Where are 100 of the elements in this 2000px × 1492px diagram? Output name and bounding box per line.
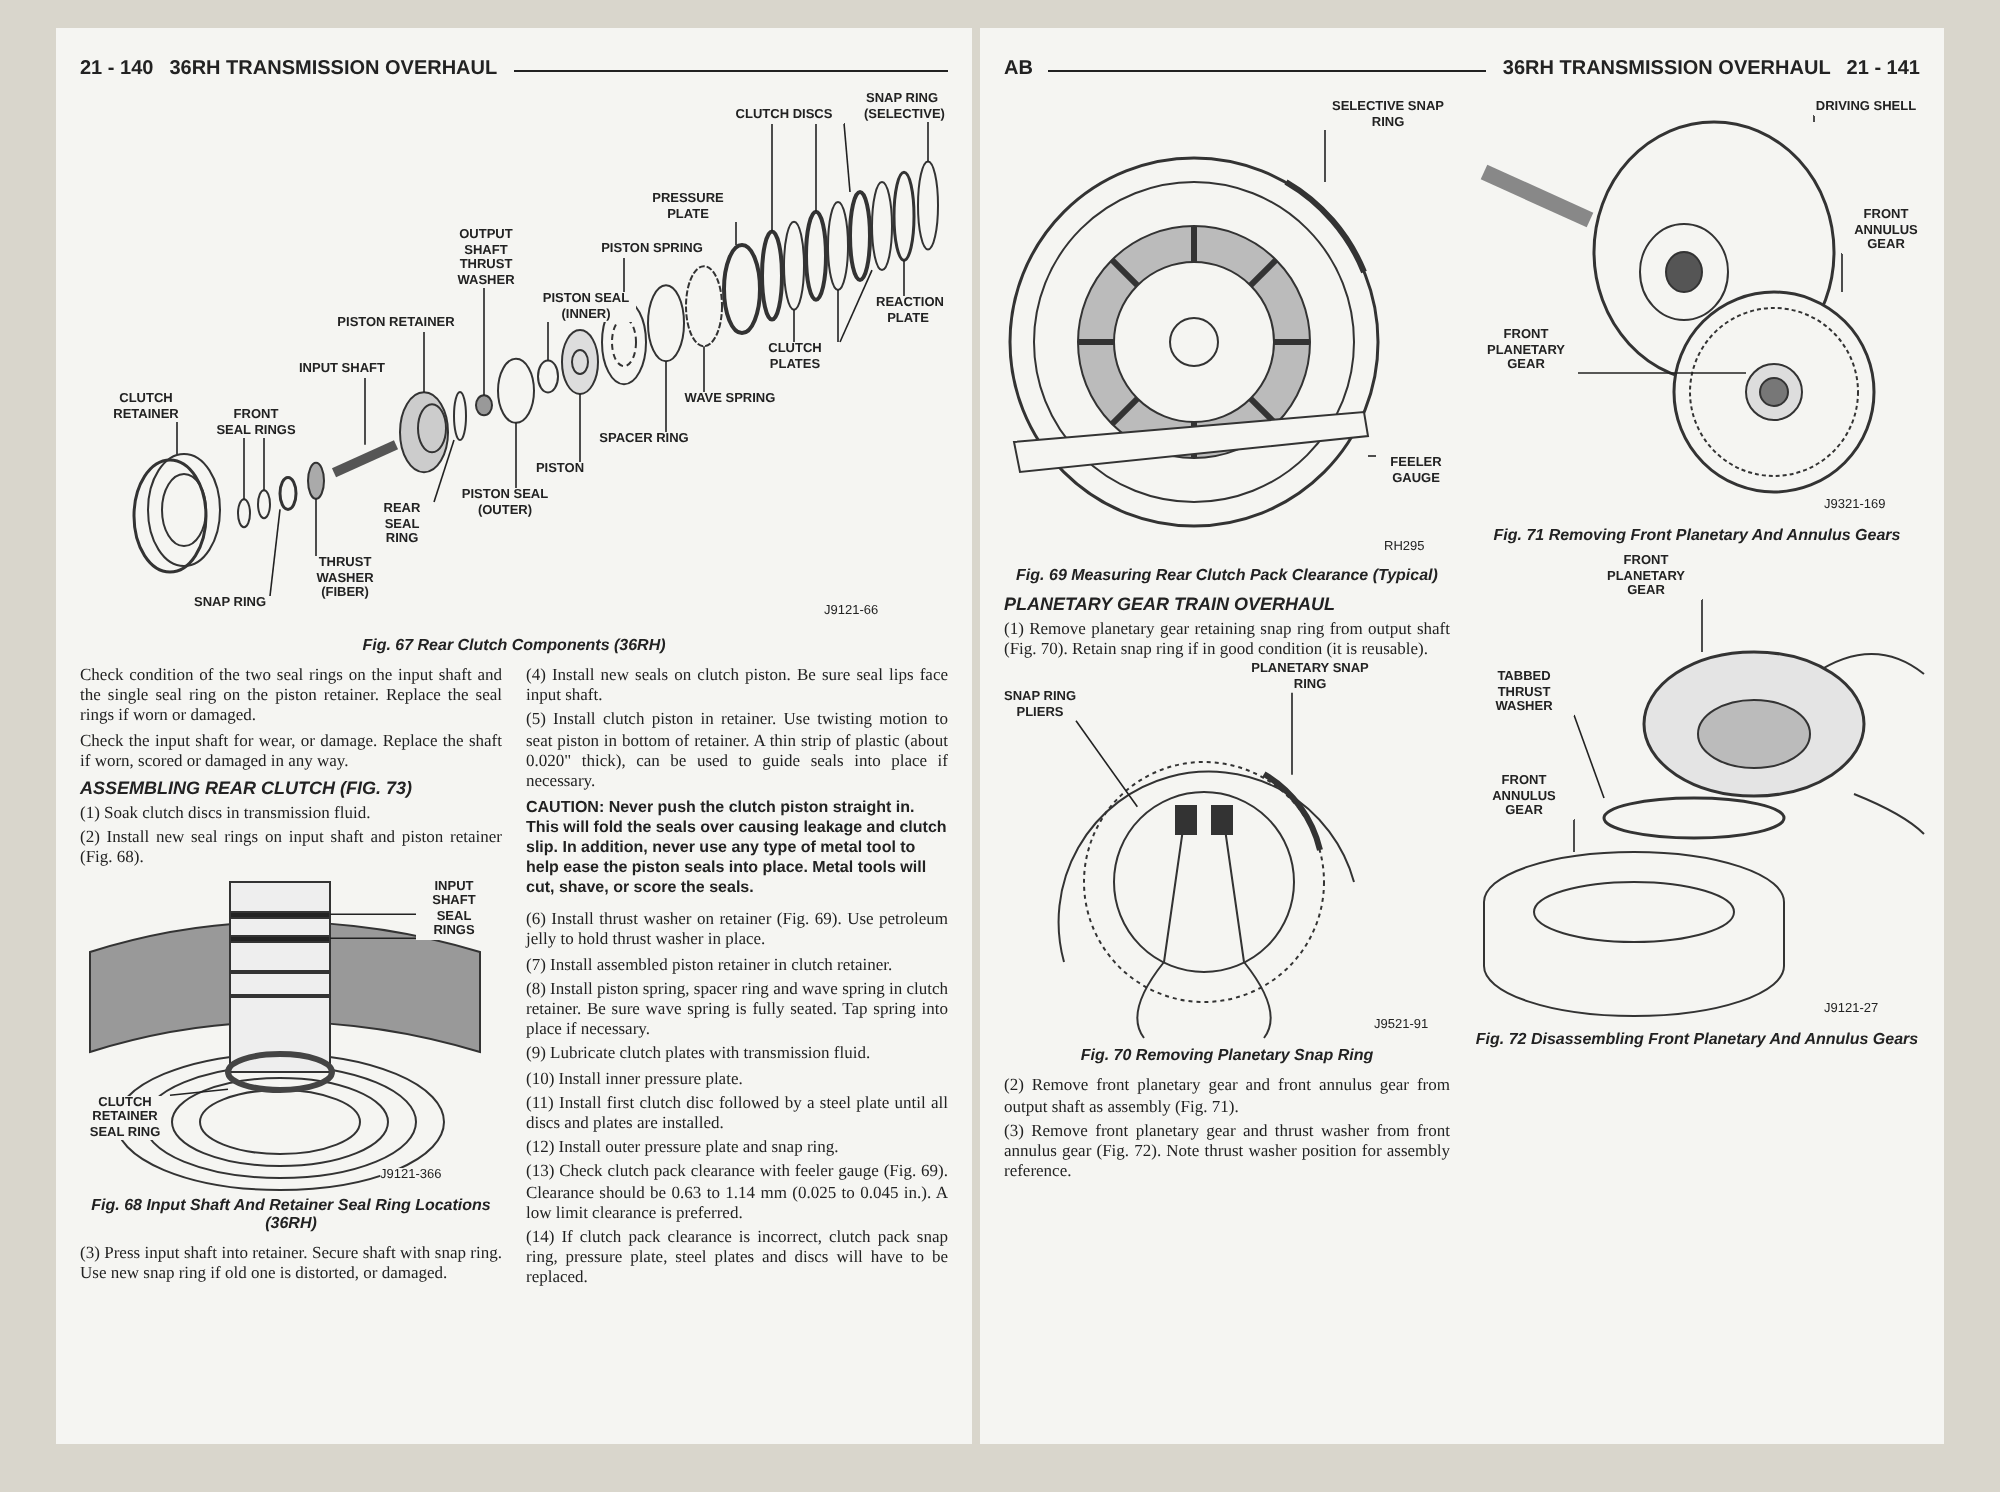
- leader-line: [735, 221, 737, 246]
- body-paragraph: (2) Install new seal rings on input shaft and piston retainer (Fig. 68).: [80, 826, 502, 868]
- seal-ring-drawing: [225, 1050, 335, 1093]
- leader-line: [903, 259, 905, 297]
- leader-line: [927, 121, 929, 163]
- body-paragraph: (11) Install first clutch disc followed by a steel plate until all discs and plates are installed.: [526, 1091, 948, 1133]
- thrust-washer-drawing: [1602, 796, 1786, 840]
- piston-retainer-drawing: [399, 391, 449, 474]
- page-number: 21 - 140: [80, 58, 154, 80]
- reaction-plate-drawing: [892, 170, 916, 262]
- leader-line: [1577, 372, 1747, 374]
- leader-line: [243, 437, 245, 500]
- leader-line: [176, 421, 178, 455]
- leader-line: [1367, 455, 1377, 457]
- leader-line: [269, 508, 281, 597]
- section-heading: PLANETARY GEAR TRAIN OVERHAUL: [1004, 594, 1338, 614]
- leader-line: [547, 321, 549, 362]
- body-paragraph: (8) Install piston spring, spacer ring and wave spring in clutch retainer. Be sure wave spring is fully seated. Tap spring into place if necessary.: [526, 977, 948, 1039]
- seal-ring-drawing: [229, 934, 331, 943]
- seal-ring-drawing: [257, 489, 271, 520]
- leader-line: [263, 437, 265, 491]
- leader-line: [1291, 692, 1293, 776]
- leader-line: [1324, 129, 1326, 183]
- leader-line: [837, 289, 839, 343]
- leader-line: [815, 122, 817, 213]
- seal-ring-drawing: [237, 498, 251, 529]
- body-paragraph: (10) Install inner pressure plate.: [526, 1067, 745, 1088]
- clutch-plate-drawing: [827, 200, 849, 291]
- body-paragraph: (2) Remove front planetary gear and front annulus gear from output shaft as assembly (Fig. 71).: [1004, 1074, 1450, 1116]
- seal-ring-drawing: [453, 391, 467, 441]
- leader-line: [1701, 598, 1703, 653]
- leader-line: [771, 122, 773, 233]
- figure-caption: Fig. 72 Disassembling Front Planetary And Annulus Gears: [1474, 1030, 1920, 1048]
- clutch-plate-drawing: [871, 181, 893, 272]
- leader-line: [1075, 720, 1139, 808]
- leader-line: [843, 122, 851, 193]
- figure-caption: Fig. 67 Rear Clutch Components (36RH): [360, 636, 668, 654]
- leader-line: [1573, 714, 1605, 799]
- figure-caption: Fig. 69 Measuring Rear Clutch Pack Clearance (Typical): [1014, 566, 1440, 584]
- thrust-washer-drawing: [475, 394, 493, 417]
- body-paragraph: (4) Install new seals on clutch piston. Be sure seal lips face input shaft.: [526, 664, 948, 705]
- leader-line: [665, 360, 667, 433]
- piston-seal-drawing: [537, 359, 559, 394]
- gear-drawing: [1672, 290, 1876, 494]
- thrust-washer-drawing: [307, 461, 325, 500]
- snap-ring-drawing: [917, 160, 939, 251]
- pliers-drawing: [1136, 805, 1272, 1040]
- leader-line: [364, 376, 366, 446]
- body-paragraph: Check condition of the two seal rings on the input shaft and the single seal ring on the piston retainer. Replace the seal rings if worn or damaged.: [80, 664, 502, 726]
- figure-caption: Fig. 70 Removing Planetary Snap Ring: [1078, 1046, 1376, 1065]
- clutch-disc-drawing: [848, 190, 872, 282]
- snap-ring-drawing: [1284, 179, 1367, 274]
- body-paragraph: (3) Press input shaft into retainer. Secure shaft with snap ring. Use new snap ring if old one is distorted, or damaged.: [80, 1241, 502, 1283]
- body-paragraph: (1) Remove planetary gear retaining snap ring from output shaft (Fig. 70). Retain snap ring if in good condition (it is reusable).: [1004, 618, 1450, 659]
- section-heading: ASSEMBLING REAR CLUTCH (FIG. 73): [80, 778, 415, 799]
- leader-line: [579, 393, 581, 463]
- clutch-plate-drawing: [783, 220, 805, 311]
- page-number: AB: [1004, 58, 1033, 80]
- snap-ring-drawing: [1262, 772, 1323, 852]
- leader-line: [1813, 114, 1815, 123]
- caution-note: CAUTION: Never push the clutch piston straight in. This will fold the seals over causing leakage and clutch slip. In addition, never use any type of metal tool to help ease the piston seals into place. Metal tools will cut, shave, or score the seals.: [526, 798, 948, 899]
- leader-line: [329, 937, 417, 940]
- body-paragraph: (12) Install outer pressure plate and snap ring.: [526, 1136, 841, 1157]
- body-paragraph: (9) Lubricate clutch plates with transmission fluid.: [526, 1042, 873, 1064]
- leader-line: [1573, 818, 1575, 853]
- leader-line: [793, 308, 795, 343]
- shaft-drawing: [331, 440, 399, 478]
- clutch-disc-drawing: [760, 229, 784, 322]
- piston-seal-drawing: [497, 357, 535, 424]
- spacer-ring-drawing: [647, 284, 685, 363]
- body-paragraph: (14) If clutch pack clearance is incorrect, clutch pack snap ring, pressure plate, steel plates and discs will have to be replaced.: [526, 1226, 948, 1288]
- clutch-disc-drawing: [804, 209, 828, 302]
- gear-drawing: [1642, 650, 1866, 798]
- leader-line: [315, 498, 317, 557]
- wave-spring-drawing: [685, 265, 723, 348]
- leader-line: [515, 422, 517, 489]
- snap-ring-drawing: [278, 475, 298, 511]
- body-paragraph: Check the input shaft for wear, or damage. Replace the shaft if worn, scored or damaged in any way.: [80, 729, 502, 771]
- clutch-retainer-drawing: [132, 453, 221, 574]
- piston-drawing: [561, 329, 599, 395]
- leader-line: [433, 439, 455, 503]
- gear-drawing: [1483, 851, 1785, 1017]
- page-number: 21 - 141: [1846, 58, 1920, 80]
- body-paragraph: (6) Install thrust washer on retainer (Fig. 69). Use petroleum jelly to hold thrust washer in place.: [526, 908, 948, 950]
- leader-line: [483, 287, 485, 396]
- feeler-gauge-drawing: [1012, 410, 1370, 474]
- leader-line: [703, 345, 705, 393]
- leader-line: [423, 330, 425, 393]
- running-header: 36RH TRANSMISSION OVERHAUL: [169, 58, 498, 80]
- pressure-plate-drawing: [722, 243, 762, 336]
- body-paragraph: (1) Soak clutch discs in transmission fluid.: [80, 802, 373, 823]
- leader-line: [329, 913, 417, 916]
- body-paragraph: (3) Remove front planetary gear and thrust washer from front annulus gear (Fig. 72). Note thrust washer position for assembly reference.: [1004, 1119, 1450, 1181]
- figure-caption: Fig. 68 Input Shaft And Retainer Seal Ring Locations (36RH): [89, 1195, 493, 1232]
- body-paragraph: (5) Install clutch piston in retainer. Use twisting motion to seat piston in bottom of retainer. A thin strip of plastic (about 0.020" thick), can be used to guide seals into place if necessary.: [526, 708, 948, 791]
- leader-line: [839, 269, 873, 343]
- running-header: 36RH TRANSMISSION OVERHAUL: [1502, 58, 1831, 80]
- leader-line: [1841, 252, 1843, 293]
- body-paragraph: (7) Install assembled piston retainer in clutch retainer.: [526, 953, 895, 974]
- seal-ring-drawing: [229, 910, 331, 919]
